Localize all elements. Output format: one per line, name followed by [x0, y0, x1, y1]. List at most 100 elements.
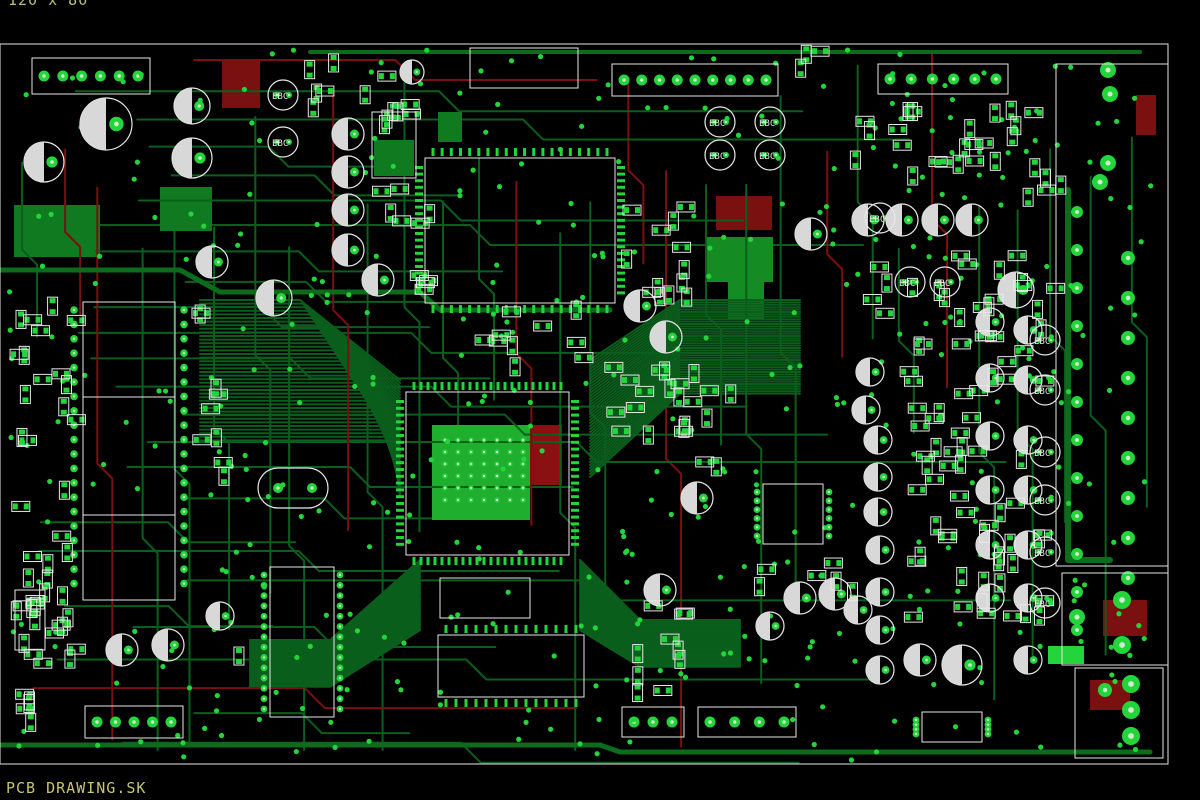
smd-pad: [330, 54, 337, 60]
pad-hole: [262, 676, 266, 680]
smd-pad: [883, 286, 890, 292]
via: [627, 739, 633, 745]
via: [373, 253, 379, 259]
smd-outline: [756, 563, 776, 575]
smd-pad: [605, 364, 611, 371]
smd-outline: [930, 437, 942, 457]
connector-outline: [1074, 667, 1164, 759]
via: [955, 588, 961, 594]
ic-pin: [458, 148, 462, 156]
capacitor-polarity: [856, 358, 870, 386]
smd-pad: [1045, 532, 1051, 539]
via: [82, 372, 88, 378]
smd-pad: [666, 391, 673, 397]
ic-pin: [503, 382, 507, 390]
pad-hole: [262, 666, 266, 669]
pad-hole: [469, 486, 473, 490]
electrolytic-capacitor: [1013, 475, 1043, 505]
smd-pad: [31, 623, 38, 629]
transistor-outline: [1029, 324, 1061, 356]
ic-pin: [474, 625, 478, 633]
smd-pad: [512, 358, 519, 364]
pad-hole: [456, 498, 460, 502]
ic-pin: [396, 447, 404, 451]
smd-pad: [59, 629, 66, 635]
pad-hole: [815, 232, 819, 236]
via: [518, 161, 525, 167]
smd-outline: [930, 516, 942, 536]
via: [294, 654, 300, 661]
smd-pad: [952, 252, 958, 259]
smd-pad: [852, 163, 859, 169]
pad-hole: [675, 78, 680, 82]
via: [579, 123, 585, 129]
smd-pad: [962, 493, 968, 500]
smd-pad: [12, 503, 18, 510]
ic-pin: [444, 625, 448, 633]
pad-hole: [262, 687, 266, 690]
via: [883, 422, 889, 428]
capacitor-polarity: [1014, 366, 1028, 394]
via: [228, 463, 235, 469]
via: [937, 412, 944, 418]
electrolytic-capacitor: [643, 573, 677, 607]
via: [169, 647, 175, 654]
pad-hole: [495, 438, 499, 442]
smd-outline: [660, 633, 680, 645]
smd-outline: [632, 683, 644, 703]
pad-hole: [986, 718, 990, 722]
via: [265, 494, 271, 500]
transistor-outline: [704, 106, 736, 138]
electrolytic-capacitor: [331, 155, 365, 189]
via: [454, 539, 460, 545]
smd-pad: [34, 376, 40, 383]
smd-pad: [17, 705, 23, 712]
smd-pad: [63, 370, 69, 377]
smd-outline: [933, 403, 945, 423]
smd-outline: [22, 568, 34, 588]
smd-outline: [913, 338, 933, 350]
ic-pin: [617, 258, 625, 262]
bottom-pad: [1136, 95, 1156, 135]
signal-trace: [90, 357, 491, 380]
smd-outline: [994, 546, 1005, 566]
via: [316, 508, 322, 514]
via: [820, 704, 826, 710]
pad-hole: [708, 720, 712, 724]
smd-pad: [933, 439, 940, 445]
pad-hole: [338, 594, 342, 597]
ic-pin: [531, 382, 535, 390]
smd-pad: [929, 158, 935, 165]
via: [257, 137, 263, 144]
smd-outline: [642, 286, 662, 298]
smd-outline: [1035, 375, 1055, 387]
smd-outline: [533, 320, 553, 332]
smd-outline: [653, 685, 673, 697]
via: [702, 105, 708, 111]
pad-hole: [262, 604, 266, 608]
smd-pad: [985, 304, 991, 311]
soic-ic: [269, 566, 335, 718]
via: [1108, 644, 1114, 650]
ic-pin: [426, 382, 430, 390]
ic-pin: [482, 382, 486, 390]
copper-pour: [705, 237, 773, 282]
via: [898, 116, 904, 122]
smd-outline: [1005, 497, 1025, 509]
smd-pad: [681, 272, 688, 278]
ic-pin: [468, 148, 472, 156]
smd-outline: [954, 307, 966, 327]
pad-hole: [710, 78, 715, 82]
pad-hole: [693, 78, 697, 82]
pad-hole: [72, 582, 76, 585]
via: [1132, 746, 1139, 753]
via: [910, 243, 917, 250]
signal-trace: [559, 232, 577, 751]
pad-hole: [72, 351, 76, 355]
smd-outline: [414, 283, 434, 295]
via: [648, 497, 655, 503]
bus-trace: [199, 363, 401, 435]
smd-outline: [52, 530, 72, 542]
smd-outline: [996, 373, 1016, 385]
